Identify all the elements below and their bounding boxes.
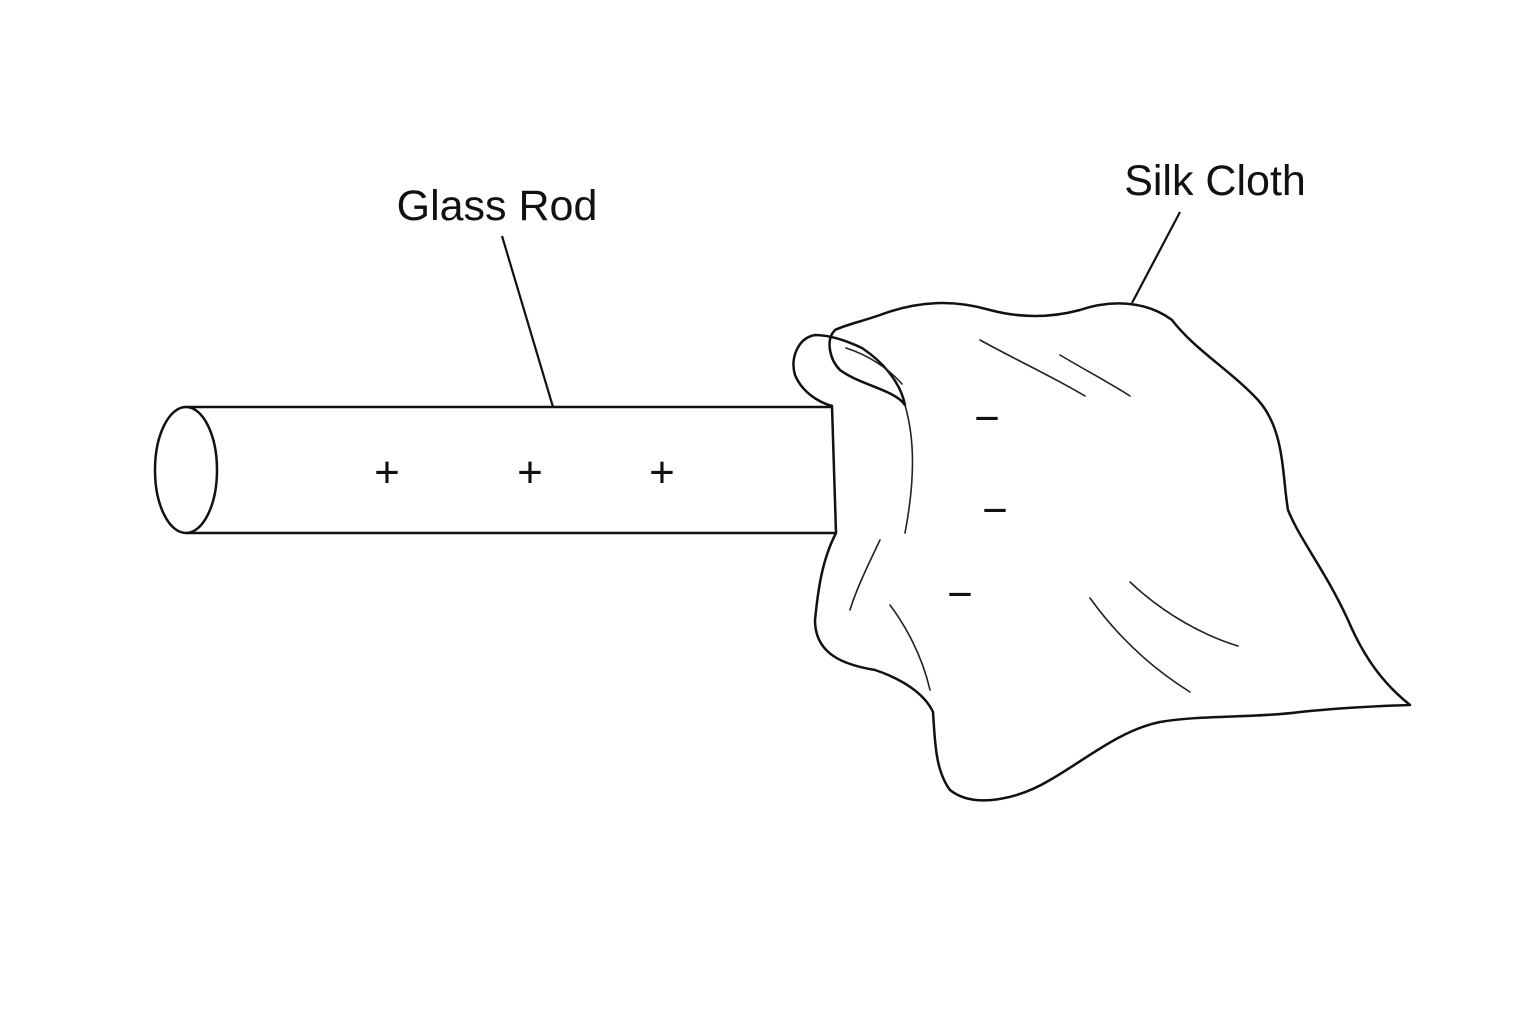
positive-charge: +: [517, 448, 543, 497]
silk-cloth: [792, 301, 1412, 802]
silk-fold-line: [1129, 581, 1239, 647]
positive-charge: +: [374, 448, 400, 497]
silk-fold-line: [845, 347, 903, 385]
silk-cloth-label: Silk Cloth: [1124, 157, 1306, 205]
glass-rod-leader-line: [500, 235, 555, 408]
silk-fold-line: [1089, 597, 1191, 693]
glass-rod-label: Glass Rod: [397, 182, 598, 230]
positive-charge: +: [649, 448, 675, 497]
glass-rod-body: [184, 405, 912, 535]
silk-fold-line: [849, 539, 881, 611]
glass-rod-end: [153, 405, 219, 535]
silk-cloth-inner-edge: [904, 404, 914, 534]
negative-charge: −: [947, 570, 973, 619]
silk-fold-line: [1059, 354, 1131, 397]
silk-cloth-leader-line: [1131, 211, 1181, 304]
negative-charge: −: [974, 394, 1000, 443]
negative-charge: −: [982, 486, 1008, 535]
silk-fold-line: [889, 604, 931, 691]
silk-fold-line: [979, 339, 1086, 397]
silk-cloth-outline: [792, 301, 1412, 802]
